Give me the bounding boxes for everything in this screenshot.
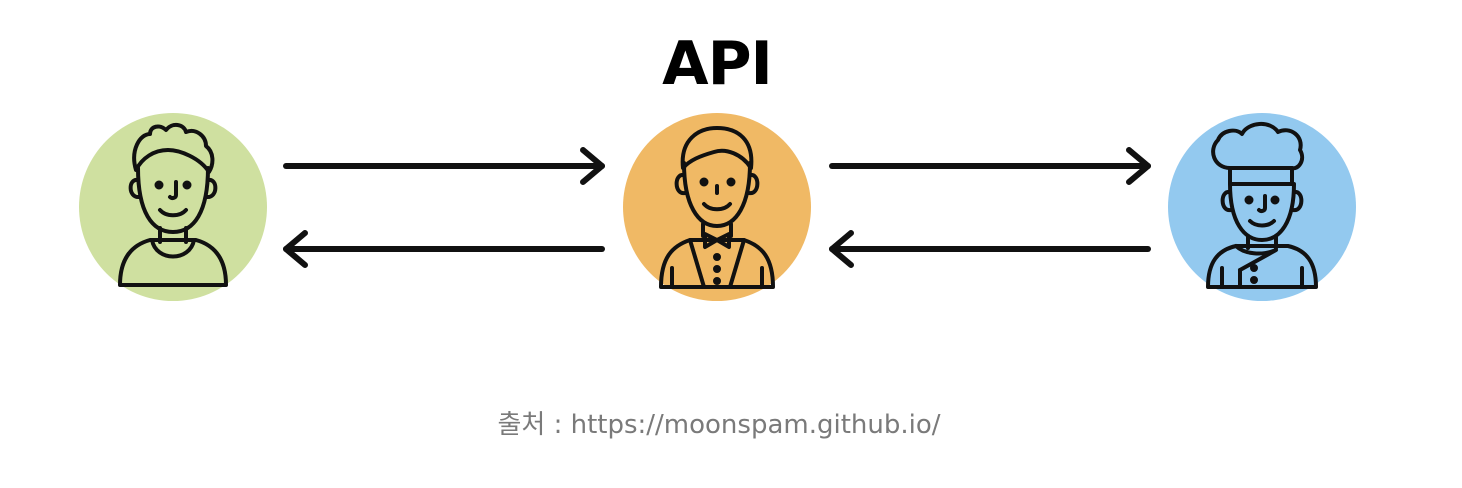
arrow-waiter-to-chef	[829, 147, 1151, 185]
arrow-chef-to-waiter	[829, 230, 1151, 268]
source-caption: 출처 : https://moonspam.github.io/	[497, 410, 941, 440]
chef-circle	[1168, 113, 1356, 301]
customer-circle	[79, 113, 267, 301]
arrow-customer-to-waiter	[283, 147, 605, 185]
customer-node	[79, 113, 267, 301]
arrow-waiter-to-customer	[283, 230, 605, 268]
api-flow-diagram	[79, 113, 1356, 301]
chef-icon	[1206, 122, 1318, 289]
customer-icon	[118, 123, 228, 287]
chef-node	[1168, 113, 1356, 301]
waiter-icon	[659, 126, 775, 289]
api-title: API	[662, 29, 773, 99]
waiter-node	[623, 113, 811, 301]
